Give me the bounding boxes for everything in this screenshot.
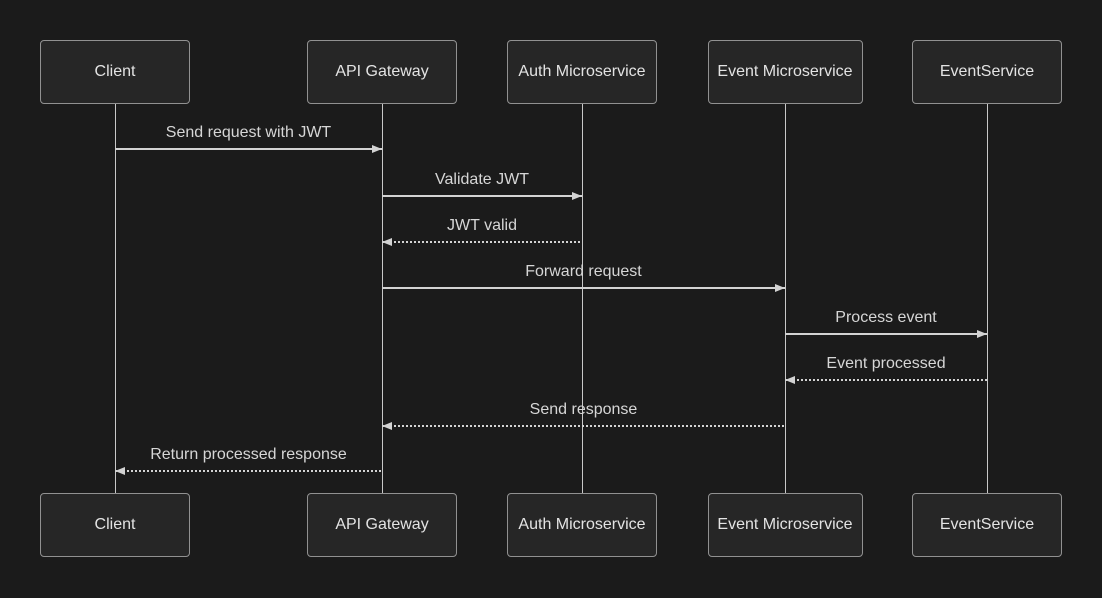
- actor-label-client: Client: [94, 63, 136, 80]
- actor-box-top-api-gateway: API Gateway: [307, 40, 457, 104]
- actor-label-eventservice: EventService: [939, 63, 1035, 80]
- actor-box-bottom-api-gateway: API Gateway: [307, 493, 457, 557]
- arrowhead-event-processed: [785, 376, 795, 384]
- actor-label-auth-microservice: Auth Microservice: [518, 63, 646, 80]
- arrowhead-process-event: [977, 330, 987, 338]
- actor-label-event-microservice: Event Microservice: [717, 516, 853, 533]
- actor-box-top-event-microservice: Event Microservice: [707, 40, 863, 104]
- actor-box-bottom-auth-microservice: Auth Microservice: [507, 493, 657, 557]
- arrowhead-forward-request: [775, 284, 785, 292]
- actor-label-event-microservice: Event Microservice: [717, 63, 853, 80]
- arrowhead-send-request-with-jwt: [372, 145, 382, 153]
- message-line-event-processed: [785, 379, 987, 381]
- actor-label-eventservice: EventService: [939, 516, 1035, 533]
- actor-box-bottom-eventservice: EventService: [912, 493, 1062, 557]
- message-label-event-processed: Event processed: [826, 355, 946, 372]
- message-label-forward-request: Forward request: [525, 263, 642, 280]
- message-line-jwt-valid: [382, 241, 582, 243]
- message-line-validate-jwt: [382, 195, 582, 197]
- message-line-send-response: [382, 425, 785, 427]
- message-label-jwt-valid: JWT valid: [447, 217, 517, 234]
- message-line-process-event: [785, 333, 987, 335]
- message-label-validate-jwt: Validate JWT: [435, 171, 529, 188]
- message-line-return-processed-response: [115, 470, 382, 472]
- actor-box-top-eventservice: EventService: [912, 40, 1062, 104]
- lifeline-event-microservice: [784, 104, 786, 493]
- arrowhead-jwt-valid: [382, 238, 392, 246]
- lifeline-eventservice: [986, 104, 988, 493]
- message-label-send-request-with-jwt: Send request with JWT: [165, 124, 332, 141]
- arrowhead-send-response: [382, 422, 392, 430]
- message-label-send-response: Send response: [529, 401, 638, 418]
- message-label-return-processed-response: Return processed response: [150, 446, 347, 463]
- actor-label-api-gateway: API Gateway: [335, 63, 429, 80]
- actor-label-auth-microservice: Auth Microservice: [518, 516, 646, 533]
- arrowhead-validate-jwt: [572, 192, 582, 200]
- actor-label-api-gateway: API Gateway: [335, 516, 429, 533]
- arrowhead-return-processed-response: [115, 467, 125, 475]
- message-label-process-event: Process event: [835, 309, 937, 326]
- message-line-send-request-with-jwt: [115, 148, 382, 150]
- actor-box-top-client: Client: [40, 40, 190, 104]
- lifeline-api-gateway: [381, 104, 383, 493]
- actor-box-bottom-event-microservice: Event Microservice: [707, 493, 863, 557]
- lifeline-auth-microservice: [581, 104, 583, 493]
- actor-box-top-auth-microservice: Auth Microservice: [507, 40, 657, 104]
- actor-box-bottom-client: Client: [40, 493, 190, 557]
- lifeline-client: [114, 104, 116, 493]
- message-line-forward-request: [382, 287, 785, 289]
- actor-label-client: Client: [94, 516, 136, 533]
